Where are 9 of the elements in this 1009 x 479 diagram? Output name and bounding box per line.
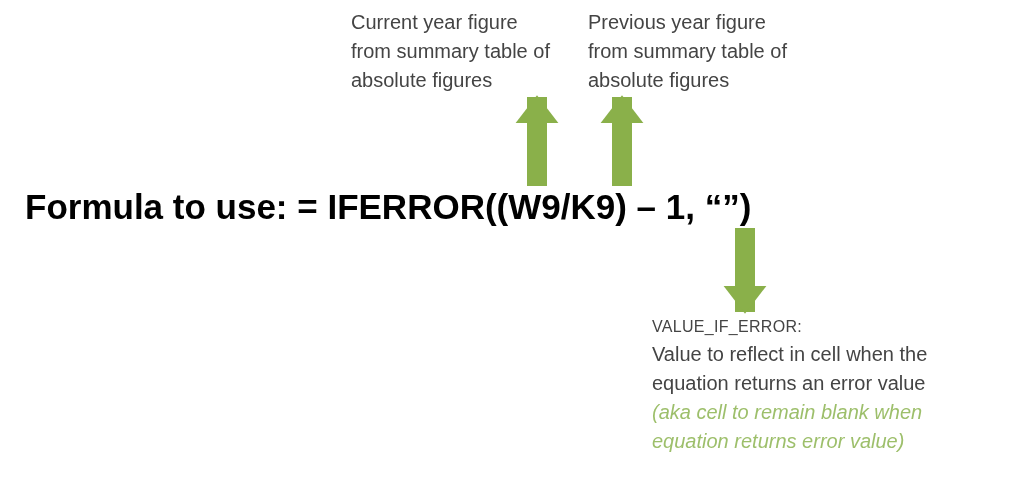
block-arrow: [515, 95, 559, 186]
formula-text: Formula to use: = IFERROR((W9/K9) – 1, “”): [25, 186, 753, 228]
description-text: Value to reflect in cell when the equation returns an error value: [652, 342, 929, 396]
block-arrow: [723, 228, 767, 314]
description-text: Previous year figure from summary table of absolute figures: [588, 10, 788, 93]
description-text: Current year figure from summary table of absolute figures: [351, 10, 551, 93]
heading-text: VALUE_IF_ERROR:: [652, 317, 804, 337]
block-arrow: [600, 95, 644, 186]
note-text: (aka cell to remain blank when equation returns error value): [652, 400, 924, 454]
